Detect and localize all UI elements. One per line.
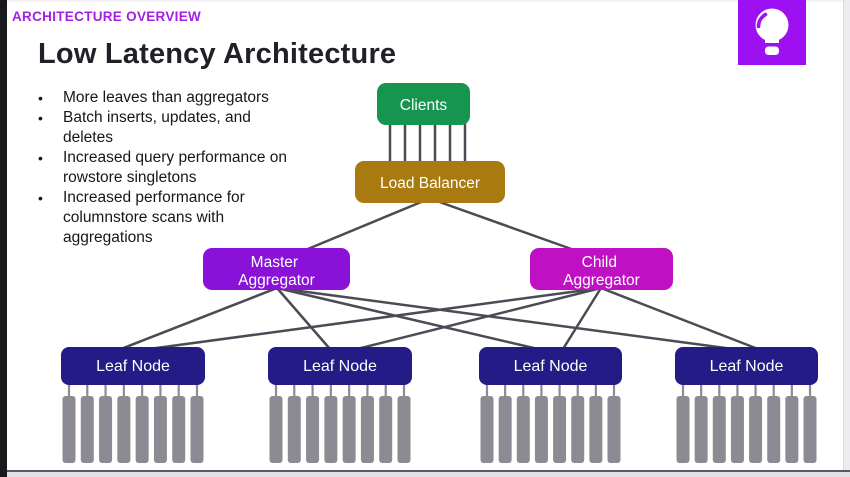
bullet-item: Increased performance for columnstore sc… xyxy=(38,188,300,248)
load-balancer-node: Load Balancer xyxy=(355,161,505,203)
lightbulb-badge xyxy=(738,0,806,65)
leaf-node-label: Leaf Node xyxy=(96,358,170,375)
clients-node: Clients xyxy=(377,83,470,125)
master-aggregator-node: Master Aggregator xyxy=(203,248,350,290)
bullet-item: Increased query performance on rowstore … xyxy=(38,148,300,188)
leaf-partitions xyxy=(480,383,621,463)
clients-label: Clients xyxy=(400,97,448,114)
leaf-node-4: Leaf Node xyxy=(675,347,818,385)
window-top-edge xyxy=(7,0,850,2)
leaf-partitions xyxy=(62,383,204,463)
loadbalancer-to-aggregator-links xyxy=(302,198,578,253)
leaf-partitions xyxy=(676,383,817,463)
window-right-edge xyxy=(843,0,850,477)
clients-to-loadbalancer-links xyxy=(388,120,467,165)
bullet-item: Batch inserts, updates, and deletes xyxy=(38,108,300,148)
master-aggregator-label: Master Aggregator xyxy=(238,254,315,289)
leaf-node-label: Leaf Node xyxy=(710,358,784,375)
page-title: Low Latency Architecture xyxy=(38,38,397,70)
child-aggregator-label: Child Aggregator xyxy=(563,254,640,289)
leaf-partitions xyxy=(269,383,411,463)
clients-box xyxy=(377,83,470,125)
aggregator-to-leaf-links xyxy=(120,286,759,351)
leaf-node-1: Leaf Node xyxy=(61,347,205,385)
leaf-node-3: Leaf Node xyxy=(479,347,622,385)
child-aggregator-box xyxy=(530,248,673,290)
load-balancer-box xyxy=(355,161,505,203)
child-aggregator-line2: Aggregator xyxy=(563,272,640,289)
leaf-node-box xyxy=(268,347,412,385)
master-aggregator-line1: Master xyxy=(251,254,298,271)
master-aggregator-line2: Aggregator xyxy=(238,272,315,289)
master-aggregator-box xyxy=(203,248,350,290)
leaf-node-label: Leaf Node xyxy=(303,358,377,375)
bullet-item: More leaves than aggregators xyxy=(38,88,300,108)
leaf-node-label: Leaf Node xyxy=(514,358,588,375)
section-eyebrow: ARCHITECTURE OVERVIEW xyxy=(12,9,202,24)
lightbulb-icon xyxy=(755,8,789,55)
window-left-edge xyxy=(0,0,7,477)
window-bottom-edge xyxy=(7,470,850,477)
leaf-node-box xyxy=(675,347,818,385)
leaf-node-box xyxy=(479,347,622,385)
leaf-node-box xyxy=(61,347,205,385)
load-balancer-label: Load Balancer xyxy=(380,175,480,192)
leaf-node-2: Leaf Node xyxy=(268,347,412,385)
child-aggregator-node: Child Aggregator xyxy=(530,248,673,290)
child-aggregator-line1: Child xyxy=(582,254,617,271)
bullet-list: More leaves than aggregators Batch inser… xyxy=(38,88,300,248)
